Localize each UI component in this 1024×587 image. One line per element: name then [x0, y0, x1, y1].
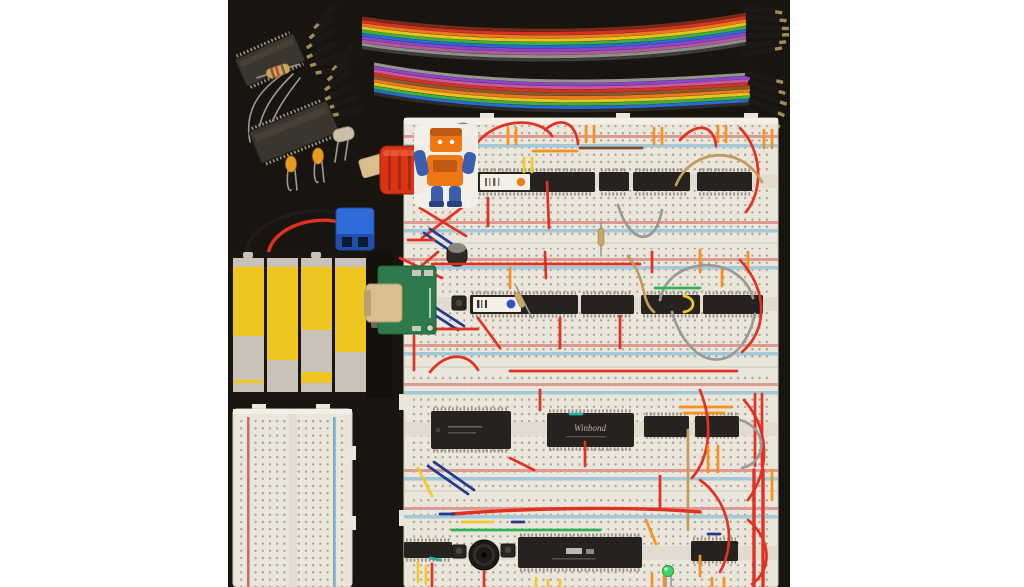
- aa-battery: [267, 258, 298, 392]
- power-breakout-pcb: [364, 265, 437, 335]
- labeled-ic-sticker: [480, 174, 530, 190]
- dupont-connectors-right: [741, 4, 790, 58]
- battery-wires: [245, 209, 348, 260]
- mini-breadboard: [232, 404, 356, 587]
- winbond-logo-text: Winbond: [574, 423, 607, 433]
- ic-row-3: Winbond: [431, 407, 739, 453]
- aa-battery: [233, 252, 264, 392]
- ic-row-4: [404, 533, 738, 587]
- resistor-on-board: [514, 285, 533, 319]
- battery-holder: [228, 252, 392, 398]
- jumper-ribbon-bottom: [323, 43, 788, 129]
- robot-sticker: [413, 124, 478, 208]
- dupont-connectors-left: [323, 43, 365, 117]
- ic-row-2: [451, 291, 763, 318]
- breadboard-notch: [399, 510, 405, 526]
- breadboard-tab: [480, 113, 494, 119]
- labeled-ic-sticker: [473, 297, 521, 312]
- jumper-wires-unit4: [416, 468, 774, 587]
- breadboard-notch: [399, 394, 405, 410]
- ceramic-capacitor: [312, 147, 325, 184]
- breadboard-tab: [744, 113, 758, 119]
- aa-battery: [301, 252, 332, 392]
- tactile-button: [500, 543, 516, 558]
- tactile-button: [451, 295, 467, 311]
- jumper-wires-unit3: [416, 355, 766, 532]
- resistor-on-board: [597, 221, 605, 255]
- resistor: [256, 63, 300, 79]
- terminal-block: [335, 207, 375, 251]
- electrolytic-capacitor: [446, 243, 468, 267]
- tactile-button: [451, 544, 467, 559]
- piezo-buzzer: [468, 539, 500, 571]
- green-led: [662, 565, 674, 587]
- jumper-wires-unit1: [418, 121, 774, 255]
- dupont-connectors-right: [744, 70, 788, 129]
- dip-ic-large: [248, 98, 340, 166]
- ic-row-1: [477, 168, 752, 196]
- breadboard-tab: [616, 113, 630, 119]
- winbond-chip: Winbond: [547, 409, 634, 451]
- pcb-silkscreen: [429, 288, 431, 318]
- crystal-oscillator: [332, 126, 355, 163]
- aa-battery: [335, 258, 366, 392]
- ceramic-capacitor: [285, 155, 298, 192]
